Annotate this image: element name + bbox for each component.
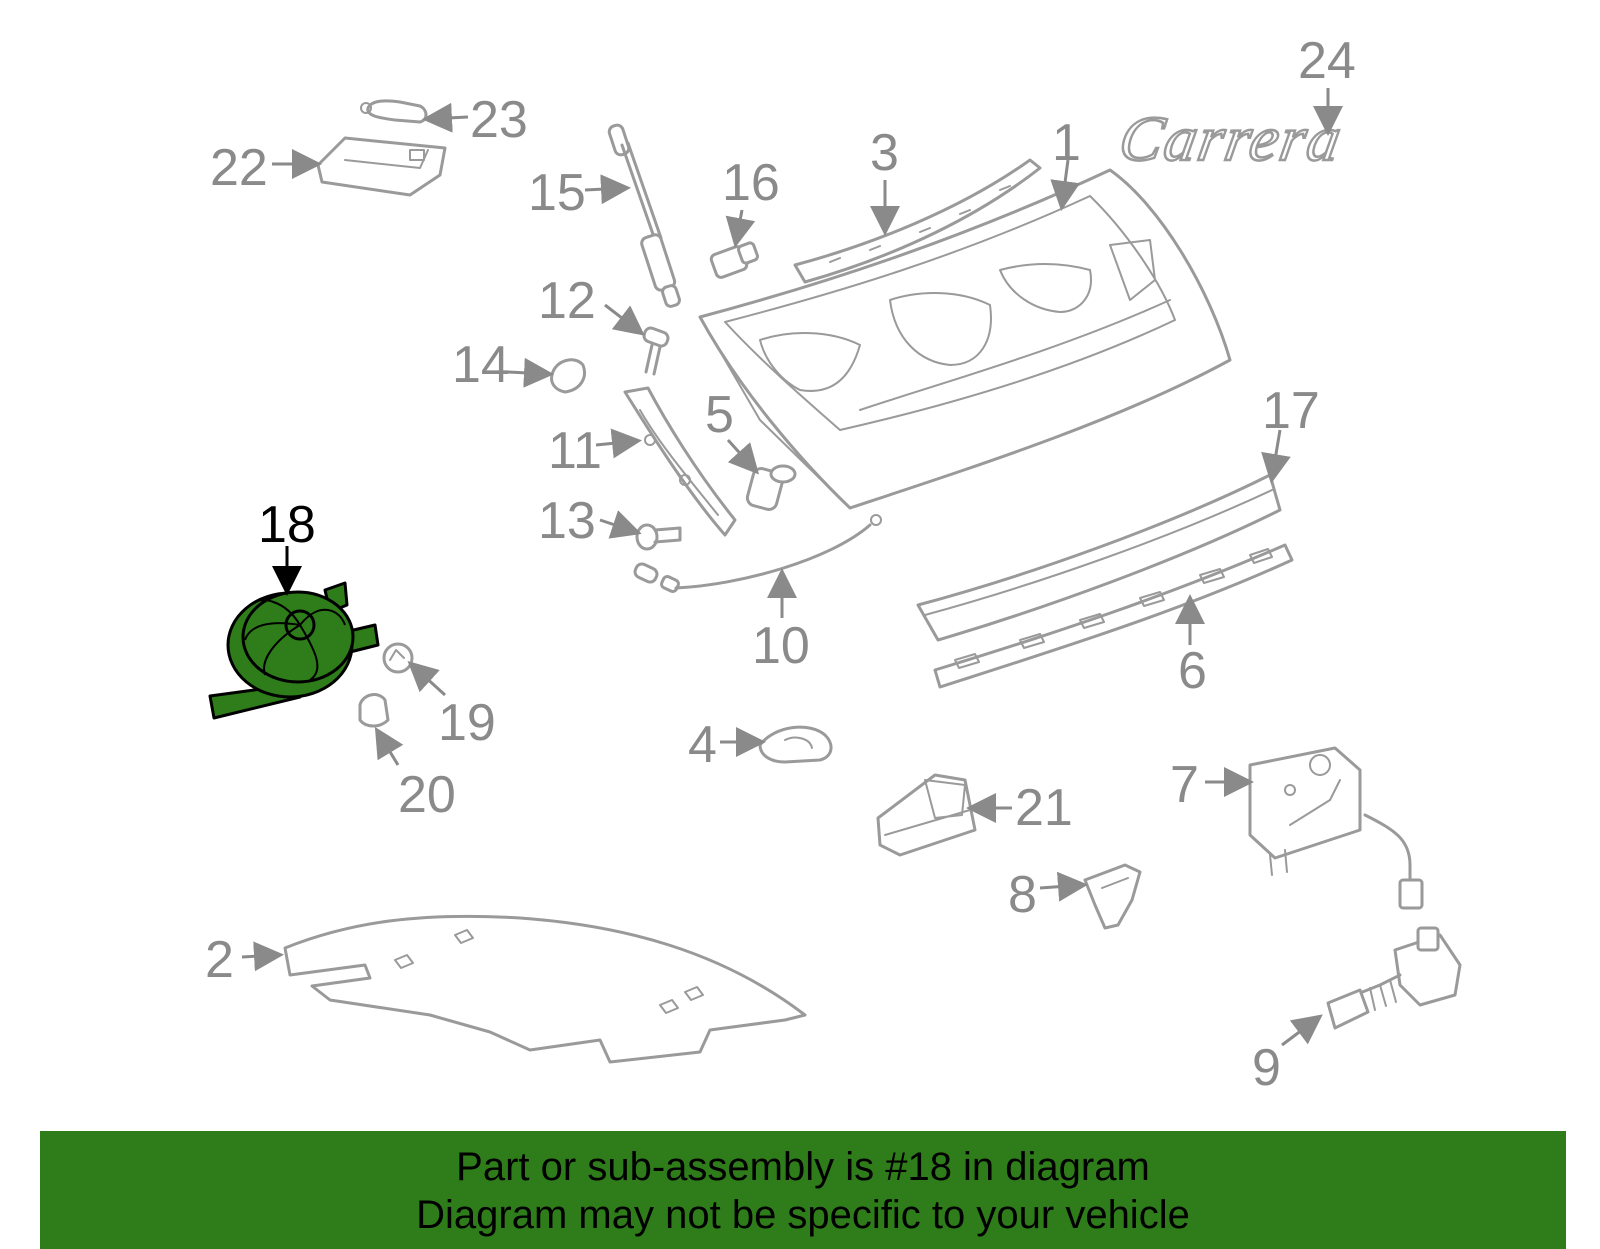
part-14-cap [550,358,586,394]
arrow-12 [604,303,645,336]
leader-arrows [241,88,1343,1047]
callout-16: 16 [722,154,780,212]
info-banner: Part or sub-assembly is #18 in diagram D… [40,1131,1566,1249]
part-15-gas-strut [607,123,681,308]
part-1-rear-lid [698,168,1232,510]
callout-15: 15 [528,164,586,222]
arrow-16 [725,209,756,248]
arrow-23 [422,102,469,133]
callout-19: 19 [438,694,496,752]
part-3-bracket [793,158,1042,284]
part-11-hinge [623,386,737,537]
arrow-13 [599,510,642,539]
callout-5: 5 [705,386,734,444]
part-10-cable [633,514,882,594]
part-7-latch [1248,746,1424,910]
callout-23: 23 [470,91,528,149]
callout-18: 18 [258,496,316,554]
part-8-bracket [1083,863,1142,930]
part-9-actuator [1326,926,1462,1030]
banner-line-1: Part or sub-assembly is #18 in diagram [456,1145,1150,1189]
part-12-bolt [642,326,670,376]
part-19-grommet [382,642,414,674]
callout-labels: 1 2 3 4 5 6 7 8 9 10 11 12 13 14 15 16 1… [205,32,1356,1097]
part-4-cover [758,725,833,764]
part-22-bracket [316,136,447,197]
part-23-lamp [360,99,428,124]
callout-3: 3 [870,124,899,182]
callout-7: 7 [1170,756,1199,814]
part-17-seal [916,473,1282,642]
arrow-1 [1050,159,1081,211]
callout-21: 21 [1015,779,1073,837]
part-5-bump-stop [745,464,797,511]
arrow-17 [1261,429,1291,484]
arrow-14 [507,357,554,388]
arrow-11 [595,428,642,459]
part-2-insulation-pad [283,914,807,1064]
callout-6: 6 [1178,642,1207,700]
arrow-2 [241,941,284,972]
callout-17: 17 [1262,382,1320,440]
part-13-bolt [635,523,682,551]
callout-12: 12 [538,272,596,330]
callout-20: 20 [398,766,456,824]
callout-11: 11 [548,422,602,480]
arrow-5 [726,438,760,475]
part-21-duct [876,773,977,857]
arrow-8 [1039,871,1088,902]
part-6-trim-strip [933,543,1294,689]
exploded-parts-diagram: Carrera [205,32,1462,1097]
part-20-clip [358,693,390,728]
callout-24: 24 [1298,32,1356,90]
callout-8: 8 [1008,866,1037,924]
banner-line-2: Diagram may not be specific to your vehi… [416,1193,1190,1237]
callout-14: 14 [452,336,510,394]
callout-10: 10 [752,617,810,675]
arrow-20 [374,726,404,766]
callout-2: 2 [205,931,234,989]
callout-1: 1 [1052,114,1081,172]
emblem-text: Carrera [1114,103,1348,173]
callout-13: 13 [538,492,596,550]
part-24-emblem: Carrera [1113,102,1349,175]
arrow-15 [584,174,631,205]
arrow-19 [407,660,447,697]
callout-9: 9 [1252,1039,1281,1097]
arrow-9 [1281,1014,1323,1047]
callout-22: 22 [210,139,268,197]
part-16-plug [709,241,759,279]
part-18-fan-assembly [208,581,380,720]
callout-4: 4 [688,716,717,774]
